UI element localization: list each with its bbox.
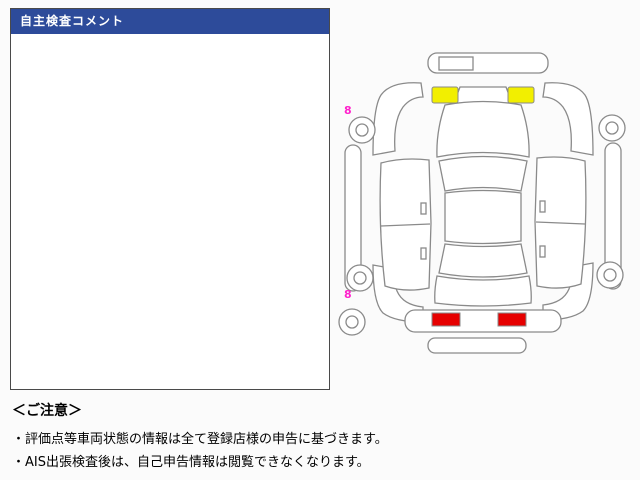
front-grille [453, 86, 513, 104]
fender-front-left [372, 82, 424, 156]
notice-heading: ＜ご注意＞ [12, 403, 82, 419]
door-handle-left-front [420, 202, 427, 215]
rocker-panel-left [344, 144, 362, 292]
windshield [438, 155, 528, 192]
roof [444, 189, 522, 245]
taillight-left-highlight [431, 312, 461, 327]
door-handle-right-front [539, 200, 546, 213]
rear-glass [438, 243, 528, 278]
comment-panel-title: 自主検査コメント [20, 14, 125, 28]
door-handle-left-rear [420, 247, 427, 260]
notice-line-1: ・評価点等車両状態の情報は全て登録店様の申告に基づきます。 [12, 432, 388, 447]
headlight-left-highlight [431, 86, 459, 104]
headlight-right-highlight [507, 86, 535, 104]
damage-mark-rear-left: 8 [344, 288, 352, 301]
notice-section: ＜ご注意＞ ・評価点等車両状態の情報は全て登録店様の申告に基づきます。 ・AIS… [12, 400, 628, 474]
self-inspection-comment-panel: 自主検査コメント [10, 8, 330, 390]
door-gap-left [380, 223, 431, 227]
damage-mark-front-left: 8 [344, 104, 352, 117]
vehicle-condition-diagram: 8 8 [333, 45, 633, 375]
rocker-panel-right [604, 142, 622, 290]
car-diagram-svg: 8 8 [338, 52, 626, 354]
car-outline: 8 8 [338, 52, 626, 354]
taillight-right-highlight [497, 312, 527, 327]
door-handle-right-rear [539, 245, 546, 258]
door-gap-right [535, 221, 586, 225]
spare-tire-icon [338, 308, 366, 336]
hood [436, 100, 530, 158]
fender-front-right [542, 82, 594, 156]
notice-line-2: ・AIS出張検査後は、自己申告情報は閲覧できなくなります。 [12, 455, 370, 470]
trunk [434, 275, 532, 307]
rear-bumper-lower [427, 337, 527, 354]
wheel-front-left-icon [348, 116, 376, 144]
comment-panel-body [11, 34, 329, 389]
wheel-front-right-icon [598, 114, 626, 142]
rear-bumper [404, 309, 562, 333]
wheel-rear-left-icon [346, 264, 374, 292]
license-plate [438, 56, 474, 71]
comment-panel-header: 自主検査コメント [11, 9, 329, 34]
wheel-rear-right-icon [596, 261, 624, 289]
